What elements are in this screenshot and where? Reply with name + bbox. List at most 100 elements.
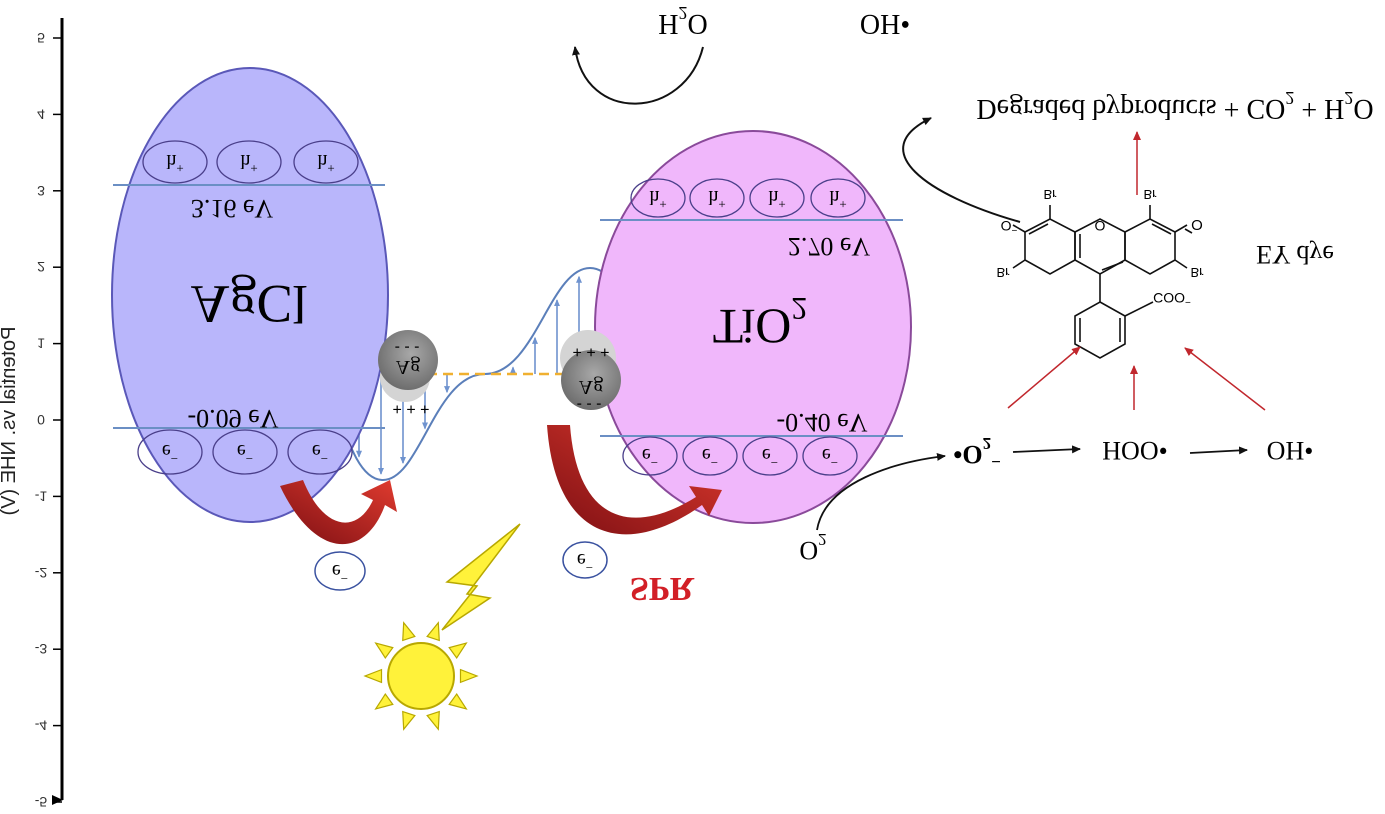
sun-ray — [448, 692, 468, 710]
ag-label-right: Ag — [579, 376, 603, 398]
red-arrow-left — [280, 480, 397, 545]
oxygen-radical-chain: O2 •O2− HOO• OH• — [799, 434, 1313, 565]
red-arrow-to-dye — [1184, 347, 1266, 411]
free-electron-label: e− — [577, 549, 593, 575]
axis-tick-label: 5 — [37, 30, 45, 46]
electron-label: e− — [702, 444, 718, 470]
sun-ray — [363, 668, 383, 684]
electron-circle — [682, 436, 738, 476]
electron-label: e− — [822, 444, 838, 470]
agcl-electrons: e−e−e− — [137, 429, 353, 475]
degraded-products-label: Degraded byproducts + CO2 + H2O — [976, 88, 1373, 124]
sun-ray — [402, 621, 416, 642]
axis-tick-label: 4 — [37, 106, 45, 122]
ag-particle-right: Ag + + + - - - — [560, 330, 621, 413]
hole-circle — [749, 178, 805, 218]
sun-ray — [426, 621, 440, 642]
dye-atom-o-minus: O− — [1001, 218, 1018, 235]
free-electron-left: e− — [314, 551, 366, 591]
dye-bonds — [1012, 205, 1193, 359]
agcl-cb-energy: -0.09 eV — [188, 404, 279, 433]
electron-transfer-arrows — [280, 425, 722, 545]
free-electron-right: e− — [562, 541, 608, 579]
red-arrow-to-dye — [1007, 346, 1081, 409]
oh-radical-label: OH• — [1267, 436, 1314, 465]
agcl-semiconductor: h+h+h+ e−e−e− 3.16 eV -0.09 eV AgCl — [111, 67, 389, 523]
superoxide-label: •O2− — [953, 434, 1001, 471]
tio2-ellipse — [594, 130, 912, 524]
ag-charge-pos-right: + + + — [573, 343, 610, 360]
o2-to-superoxide-arrow — [816, 452, 946, 531]
axis-tick-label: -1 — [35, 488, 48, 504]
agcl-label: AgCl — [190, 274, 307, 334]
o2-label: O2 — [799, 530, 826, 565]
sun-ray — [374, 642, 394, 660]
dye-atom-br: Br — [1191, 265, 1205, 280]
dye-atom-br: Br — [997, 265, 1011, 280]
hole-circle — [293, 140, 359, 184]
dye-atom-br: Br — [1044, 187, 1058, 202]
sun-ray — [374, 692, 394, 710]
agcl-vb-energy: 3.16 eV — [191, 194, 274, 223]
electron-label: e− — [312, 440, 328, 466]
electron-circle — [212, 429, 278, 475]
hole-label: h+ — [240, 150, 257, 176]
dye-ring-o: O — [1095, 218, 1106, 234]
red-arrow-right — [547, 425, 722, 535]
electron-label: e− — [642, 444, 658, 470]
hole-label: h+ — [317, 150, 334, 176]
dye-name-label: EY dye — [1256, 240, 1334, 269]
sun-ray — [448, 642, 468, 660]
dye-atom-o: O — [1191, 216, 1203, 233]
water-label: H2O — [658, 3, 707, 39]
agcl-holes: h+ h+ h+ — [142, 140, 359, 184]
electron-label: e− — [237, 440, 253, 466]
axis-tick-label: -5 — [35, 794, 48, 810]
ey-dye-molecule: Br Br Br Br O− O O COO− EY dye — [997, 187, 1334, 359]
electron-circle — [802, 436, 858, 476]
axis-tick-label: 3 — [37, 183, 45, 199]
dye-to-products-arrow — [902, 117, 1021, 223]
hoo-radical-label: HOO• — [1102, 436, 1167, 465]
lightning-bolt-icon — [441, 523, 521, 631]
hole-circle — [142, 140, 208, 184]
electron-circle — [742, 436, 798, 476]
tio2-cb-energy: -0.40 eV — [777, 408, 868, 437]
free-electron-label: e− — [332, 560, 348, 586]
sun-icon — [363, 621, 479, 731]
ag-charge-neg-right: - - - — [577, 396, 602, 413]
tio2-vb-energy: 2.70 eV — [788, 232, 871, 261]
hole-label: h+ — [166, 150, 183, 176]
axis-label: Potential vs. NHE (V) — [0, 327, 20, 516]
hoo-to-oh-arrow — [1189, 446, 1248, 455]
ag-label-left: Ag — [396, 356, 420, 378]
hole-label: h+ — [768, 186, 785, 212]
hole-label: h+ — [829, 186, 846, 212]
ag-charge-pos-left: + + + — [393, 400, 430, 417]
dye-coo-group: COO− — [1153, 290, 1191, 307]
ag-core — [561, 350, 621, 410]
electron-circle — [287, 429, 353, 475]
spr-label: SPR — [630, 570, 695, 607]
dye-atom-br: Br — [1144, 187, 1158, 202]
water-oxidation: H2O OH• — [572, 3, 910, 105]
electron-circle — [622, 436, 678, 476]
hole-label: h+ — [649, 186, 666, 212]
electron-label: e− — [762, 444, 778, 470]
hole-circle — [216, 140, 282, 184]
axis-tick-label: -3 — [35, 641, 48, 657]
axis-tick-label: 2 — [37, 259, 45, 275]
oh-radical-top: OH• — [860, 8, 910, 39]
hole-circle — [689, 178, 745, 218]
sun-ray — [426, 710, 440, 731]
axis-tick-label: 0 — [37, 412, 45, 428]
hole-label: h+ — [708, 186, 725, 212]
axis-tick-label: -4 — [35, 718, 48, 734]
axis-tick-label: -2 — [35, 565, 48, 581]
agcl-ellipse — [111, 67, 389, 523]
